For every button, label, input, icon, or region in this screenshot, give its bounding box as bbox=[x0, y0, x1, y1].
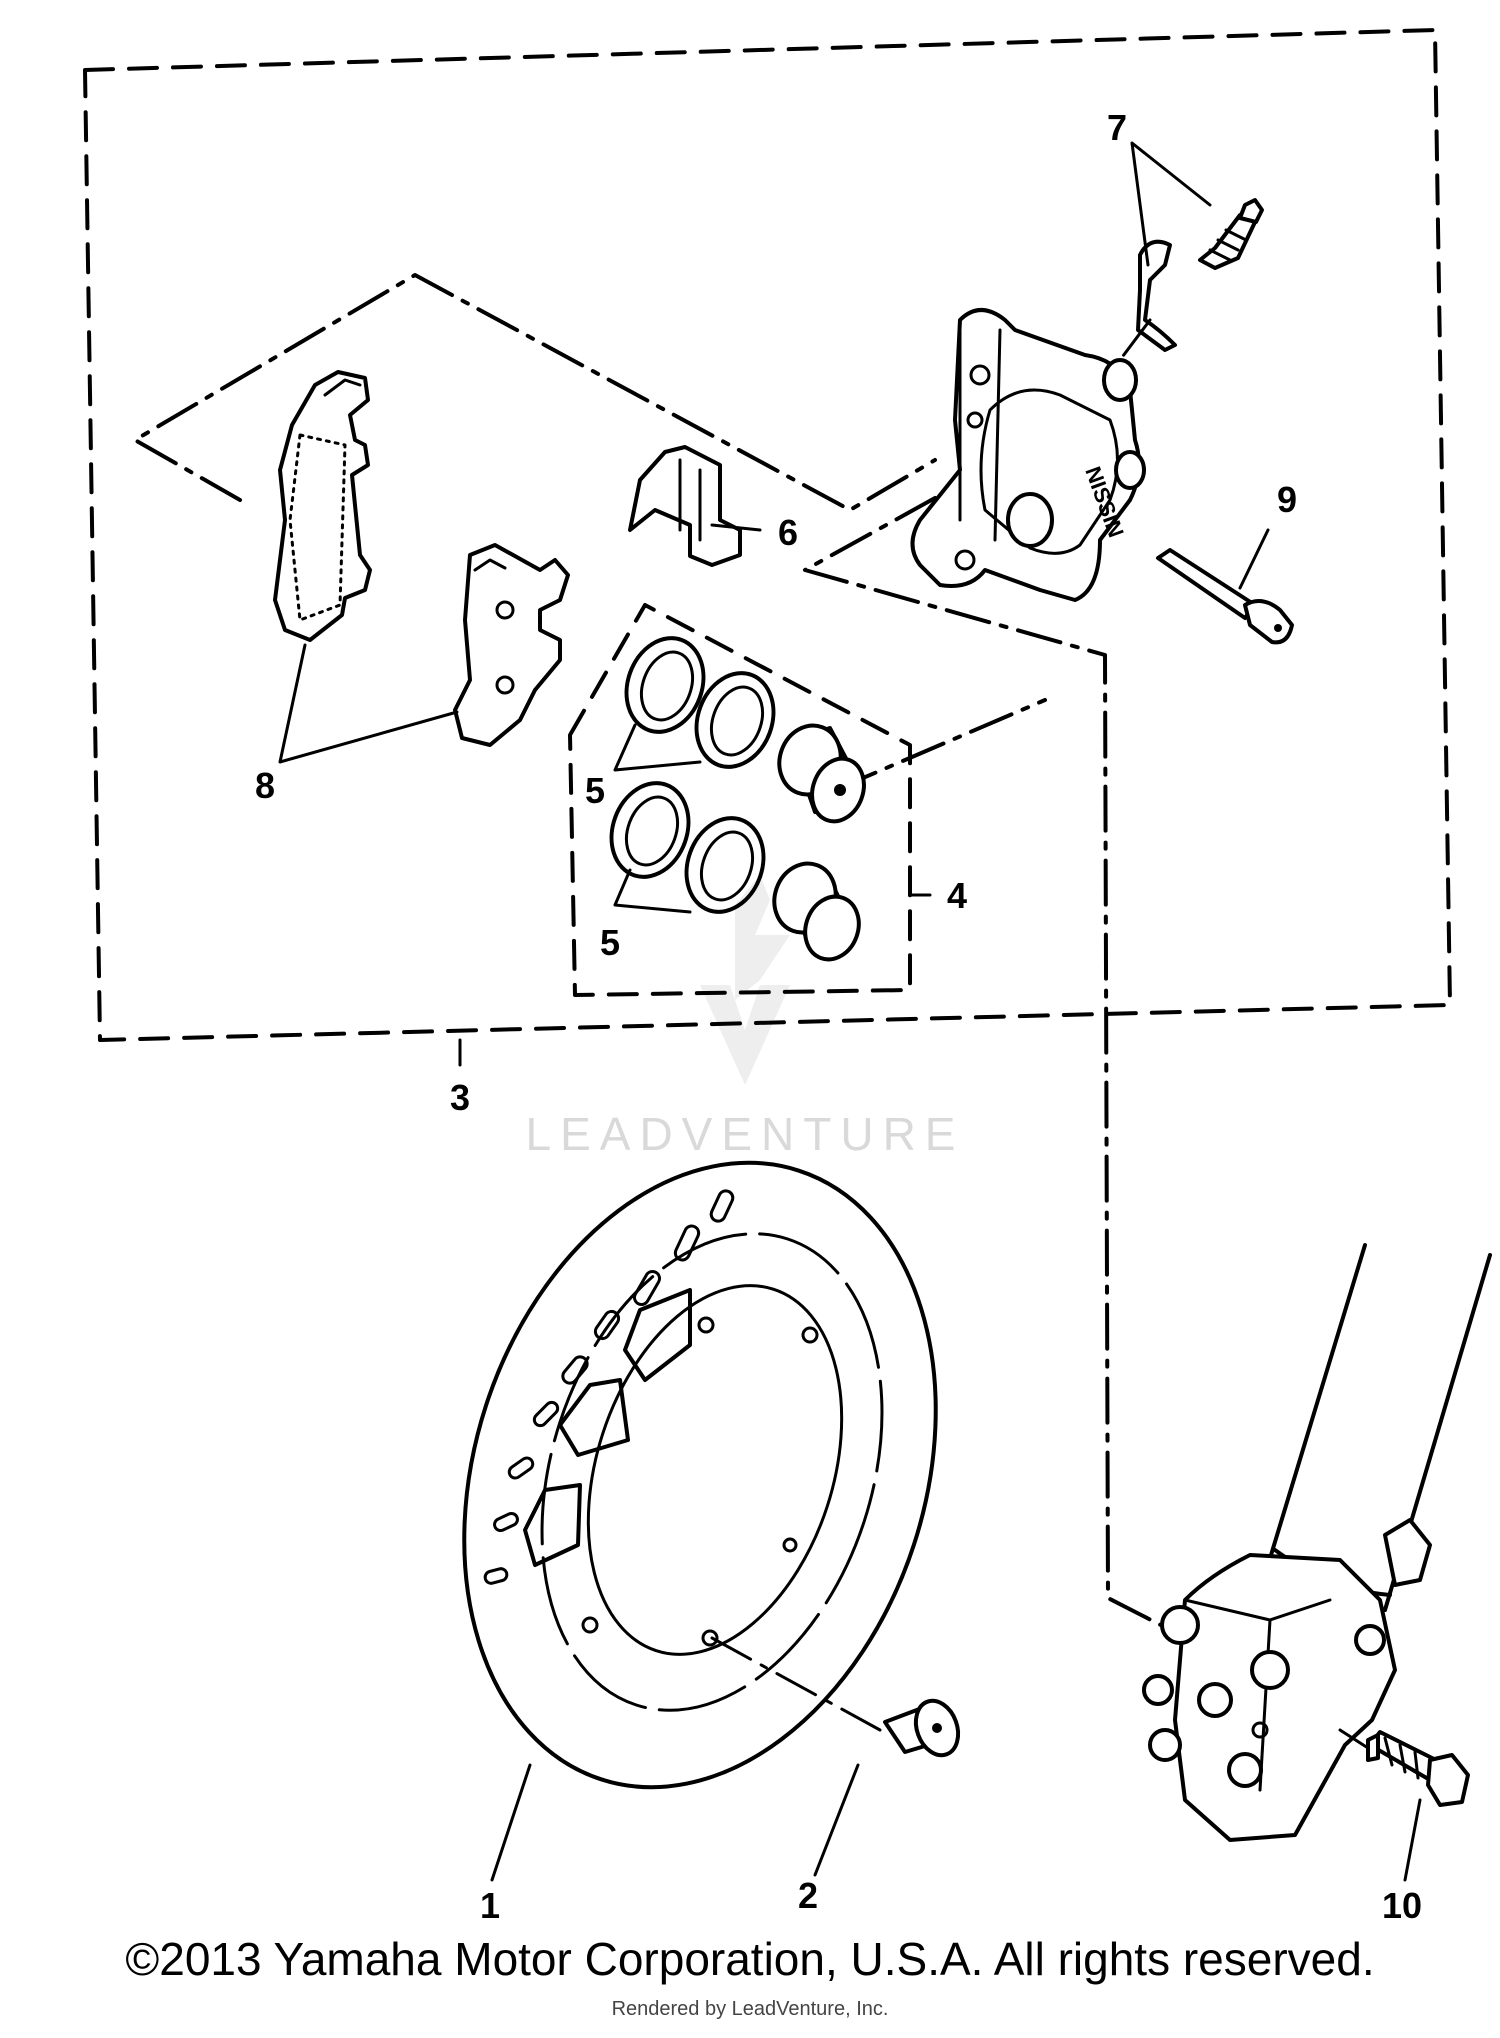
pad-support-clip bbox=[628, 445, 742, 567]
bolt-leader-2 bbox=[813, 1763, 860, 1877]
leadventure-watermark: LEADVENTURE bbox=[526, 875, 965, 1160]
watermark-text: LEADVENTURE bbox=[526, 1108, 965, 1160]
callout-7: 7 bbox=[1107, 107, 1127, 148]
fork-assembly-line bbox=[1338, 1728, 1370, 1750]
assembly-line-pads bbox=[133, 273, 937, 512]
callout-5b: 5 bbox=[600, 922, 620, 963]
brake-pad-upper bbox=[273, 370, 372, 642]
seal-ring-4 bbox=[684, 816, 766, 914]
disc-bolt-leader bbox=[710, 1636, 882, 1732]
bleed-cap bbox=[1136, 239, 1177, 352]
bleed-assembly-line bbox=[1118, 318, 1152, 362]
callout-10: 10 bbox=[1382, 1885, 1422, 1926]
seal-leader-5a bbox=[613, 723, 702, 772]
assembly-line-support bbox=[803, 496, 1192, 1642]
caliper-bolt bbox=[1156, 548, 1294, 645]
piston-upper bbox=[777, 723, 866, 824]
caliper-body: NISSIN bbox=[910, 308, 1146, 602]
callout-2: 2 bbox=[798, 1875, 818, 1916]
fork-mount-bolt bbox=[1366, 1730, 1470, 1807]
kit-box-3 bbox=[83, 28, 1452, 1042]
disc-leader-1 bbox=[490, 1763, 532, 1882]
callout-9: 9 bbox=[1277, 479, 1297, 520]
seal-ring-2 bbox=[694, 671, 776, 769]
bleed-screw bbox=[1198, 198, 1264, 270]
bolt-leader-9 bbox=[1238, 528, 1270, 590]
seal-ring-1 bbox=[624, 636, 706, 734]
disc-bolt bbox=[883, 1698, 961, 1758]
front-fork bbox=[1142, 1243, 1492, 1842]
brake-pad-lower bbox=[453, 543, 570, 747]
assembly-line-sleeve bbox=[833, 698, 1047, 792]
seal-ring-3 bbox=[609, 781, 691, 879]
brake-disc bbox=[462, 1160, 938, 1790]
piston-lower bbox=[772, 861, 861, 962]
callout-6: 6 bbox=[778, 512, 798, 553]
callout-3: 3 bbox=[450, 1077, 470, 1118]
copyright-notice: ©2013 Yamaha Motor Corporation, U.S.A. A… bbox=[125, 1933, 1375, 1985]
bolt-leader-10 bbox=[1403, 1798, 1422, 1882]
clip-leader-6 bbox=[710, 523, 762, 532]
rendered-by-credit: Rendered by LeadVenture, Inc. bbox=[611, 1998, 889, 2020]
seal-leader-5b bbox=[613, 868, 692, 914]
bleed-leader-7 bbox=[1130, 141, 1212, 267]
callout-5a: 5 bbox=[585, 770, 605, 811]
callout-4: 4 bbox=[947, 875, 967, 916]
callout-1: 1 bbox=[480, 1885, 500, 1926]
callout-8: 8 bbox=[255, 765, 275, 806]
seal-kit-box-4 bbox=[568, 603, 912, 997]
pad-leader-8 bbox=[278, 643, 459, 764]
